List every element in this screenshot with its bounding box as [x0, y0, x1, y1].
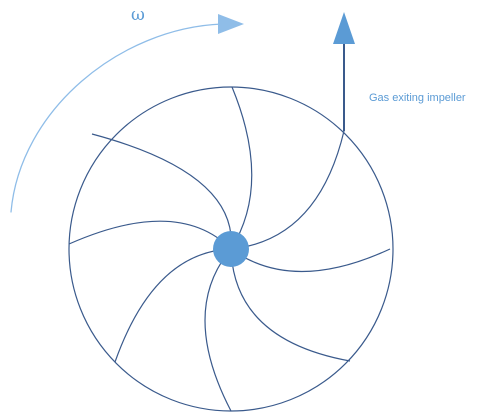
exit-flow-label: Gas exiting impeller — [369, 92, 466, 104]
exit-flow-arrowhead — [333, 12, 355, 44]
impeller-blade — [114, 248, 232, 363]
impeller-blade — [204, 248, 232, 412]
impeller-blade — [230, 248, 351, 362]
impeller-blade — [91, 133, 232, 250]
rotation-speed-label: ω — [131, 5, 145, 25]
rotation-arrow-arc — [10, 23, 223, 213]
impeller-hub — [213, 231, 249, 267]
impeller-blade — [230, 86, 253, 250]
impeller-blade — [230, 130, 345, 250]
rotation-arrowhead — [218, 14, 244, 34]
impeller-blade — [68, 220, 232, 250]
impeller-blade — [230, 248, 391, 273]
